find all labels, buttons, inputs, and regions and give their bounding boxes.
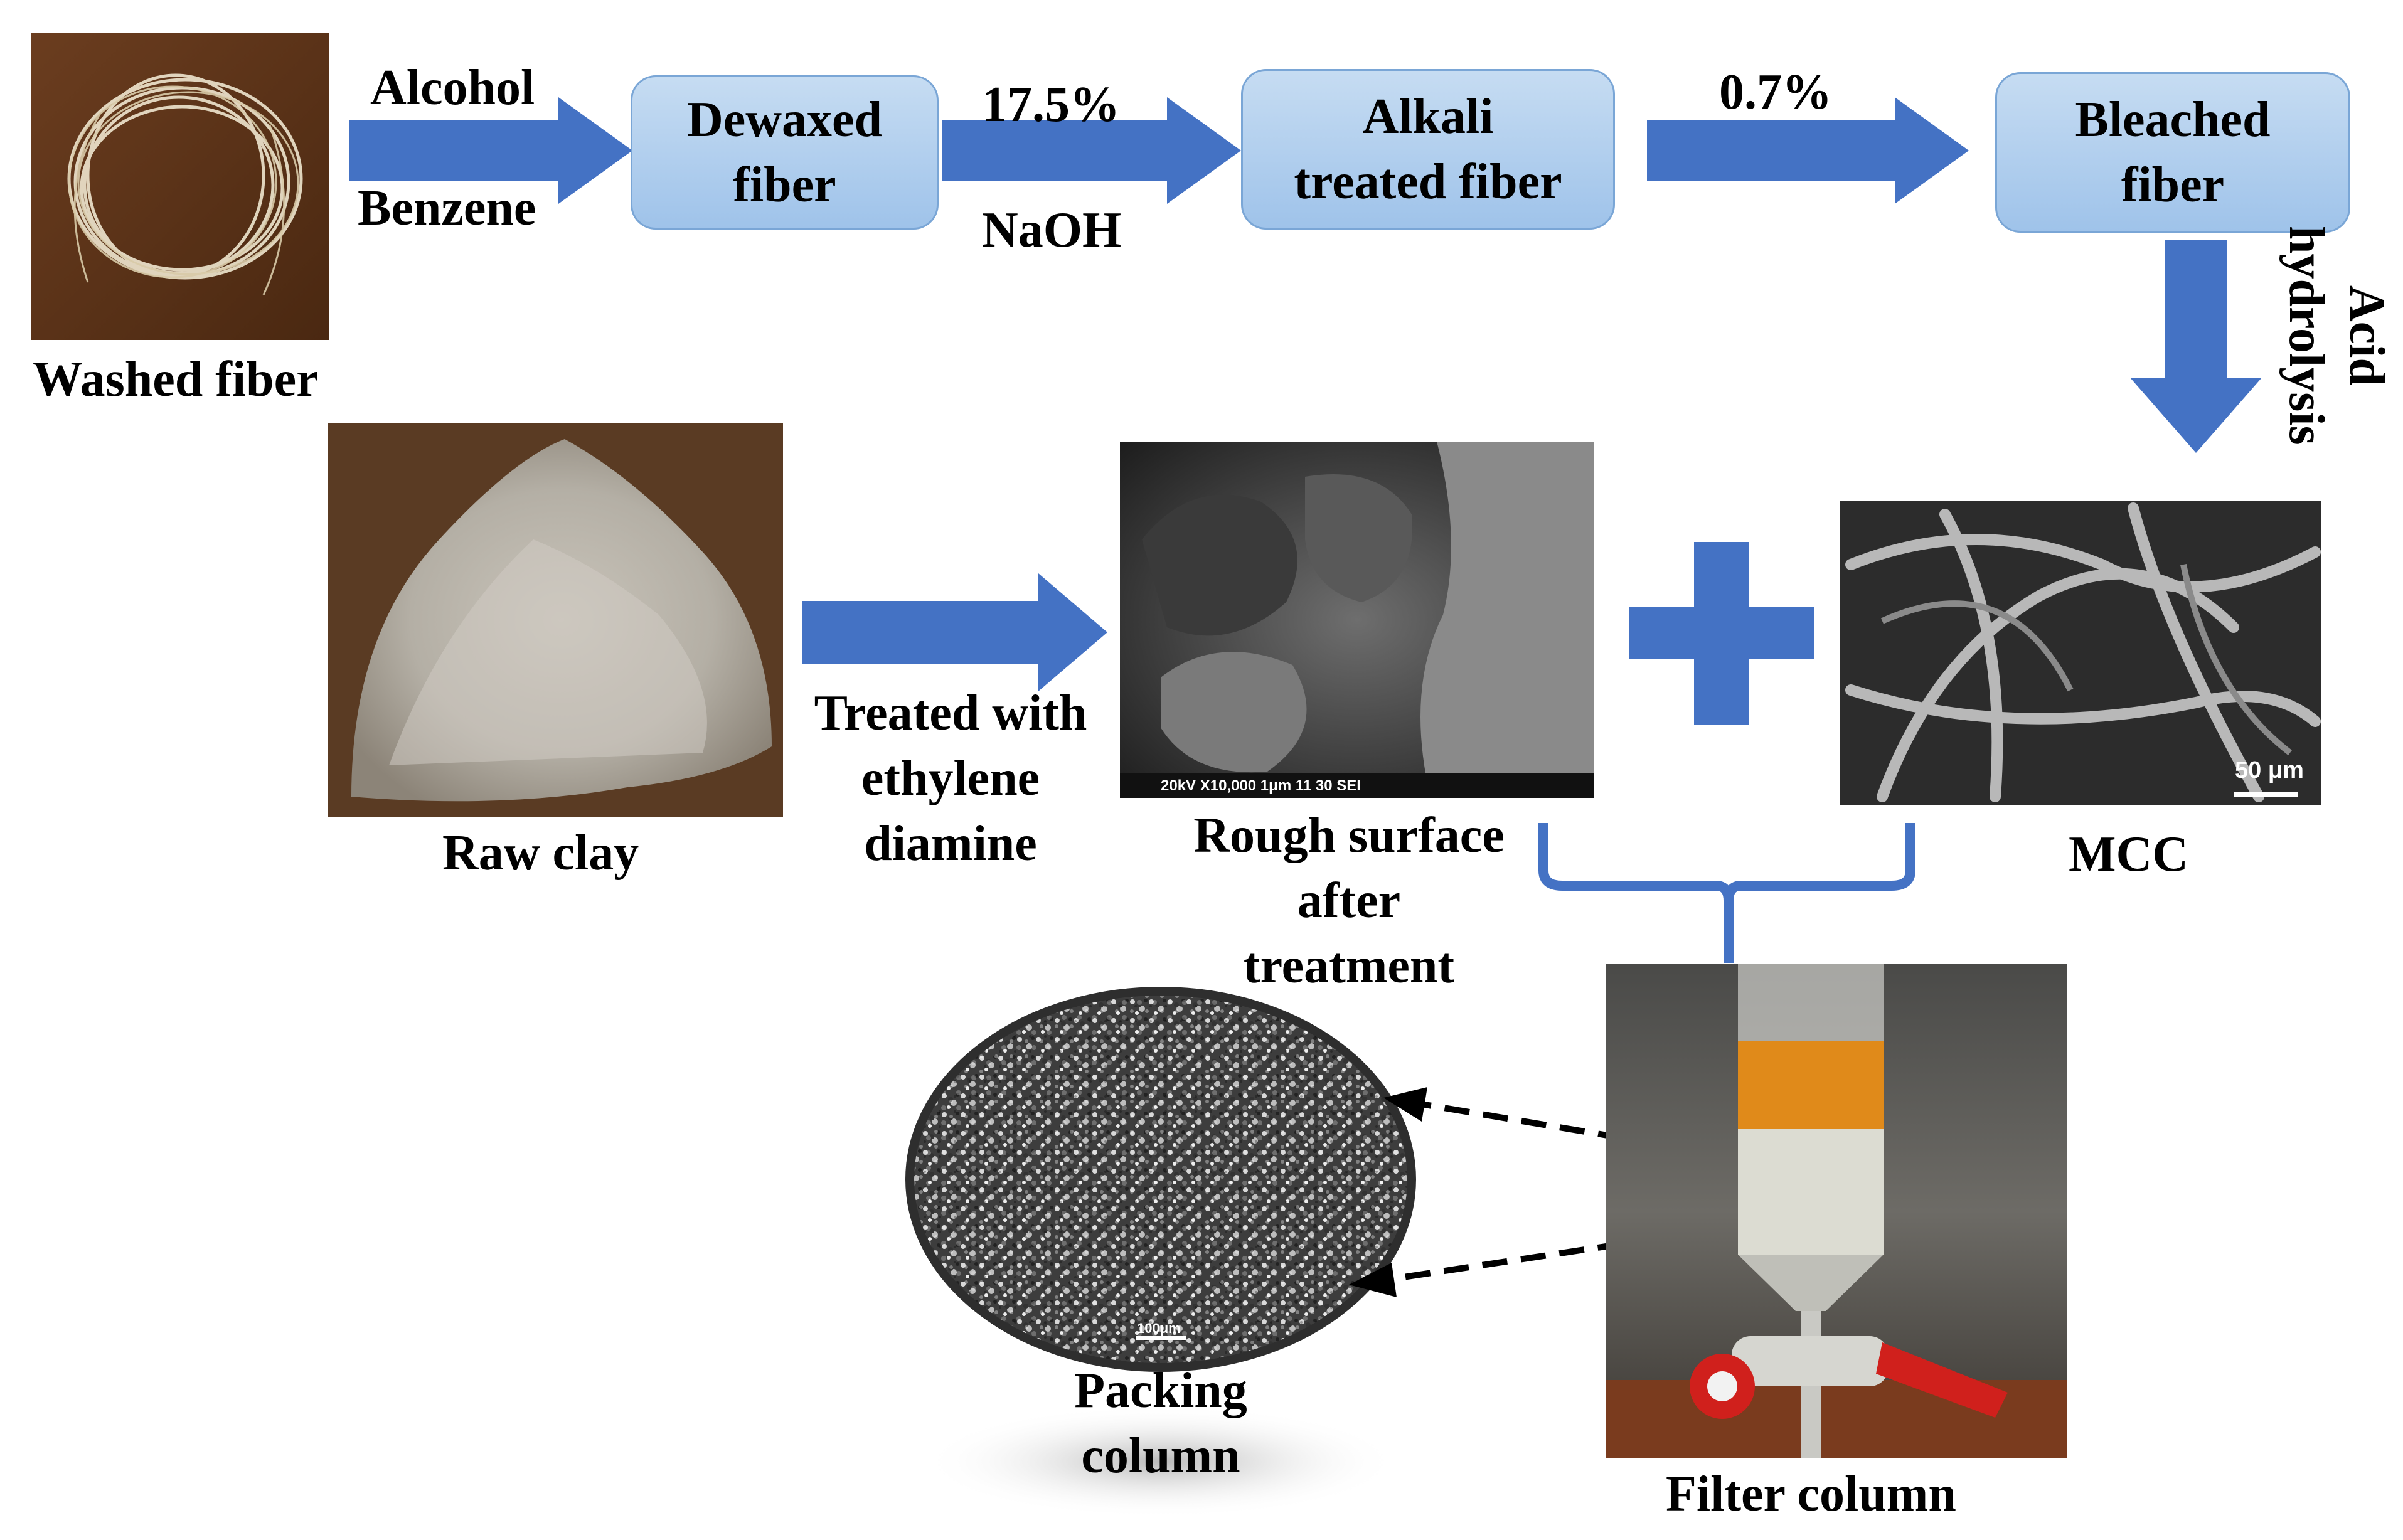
treated-line3: diamine [864, 816, 1037, 871]
treated-line2: ethylene [861, 751, 1040, 806]
packing-column-label: Packing column [1004, 1358, 1318, 1489]
bleached-fiber-box: Bleached fiber [1995, 72, 2350, 233]
alkali-line1: Alkali [1362, 89, 1494, 144]
packing-scale-label: 100μm [1137, 1320, 1181, 1336]
treated-label: Treated with ethylene diamine [787, 681, 1114, 876]
naoh-percent-label: 17.5% [982, 77, 1120, 132]
plus-icon [1629, 542, 1814, 725]
arrow-treatment [802, 573, 1107, 691]
flow-arrows [349, 97, 2262, 691]
rough-line1: Rough surface [1193, 808, 1505, 863]
packing-shadow [922, 1405, 1399, 1518]
dashed-arrowhead-top [1383, 1087, 1427, 1122]
rough-surface-sem-image: 20kV X10,000 1μm 11 30 SEI [1120, 442, 1594, 798]
dewaxed-fiber-line1: Dewaxed [686, 92, 883, 147]
rough-line2: after [1297, 873, 1401, 928]
acid-hydrolysis-label: Acid hydrolysis [2276, 226, 2397, 445]
mcc-label: MCC [2069, 827, 2189, 882]
arrow-alcohol [349, 97, 632, 204]
treated-line1: Treated with [814, 686, 1087, 741]
mcc-sem-image: 50 μm [1840, 501, 2321, 805]
bleached-line2: fiber [2121, 157, 2225, 213]
packing-column-sem-image: 100μm [905, 987, 1416, 1372]
bleach-percent-label: 0.7% [1719, 65, 1832, 120]
filter-column-photo [1606, 964, 2067, 1458]
raw-clay-photo [328, 423, 783, 817]
dashed-arrowhead-bottom [1349, 1263, 1397, 1297]
arrow-naoh [942, 97, 1241, 204]
washed-fiber-label: Washed fiber [33, 352, 319, 407]
bleached-line1: Bleached [2075, 92, 2271, 147]
rough-surface-label: Rough surface after treatment [1154, 803, 1543, 999]
rough-line3: treatment [1243, 938, 1455, 994]
sem-info-bar: 20kV X10,000 1μm 11 30 SEI [1161, 777, 1361, 794]
benzene-label: Benzene [358, 181, 536, 236]
filter-column-label: Filter column [1666, 1467, 1956, 1522]
bracket-connector [1538, 823, 1915, 963]
naoh-label: NaOH [982, 203, 1122, 258]
acid-line: Acid [2339, 285, 2394, 386]
alcohol-label: Alcohol [370, 60, 535, 115]
alkali-line2: treated fiber [1294, 154, 1562, 210]
washed-fiber-photo [31, 33, 329, 340]
hydrolysis-line: hydrolysis [2279, 226, 2334, 445]
mcc-scale-label: 50 μm [2235, 757, 2304, 783]
dewaxed-fiber-box: Dewaxed fiber [631, 75, 939, 230]
packing-line1: Packing [1074, 1363, 1247, 1418]
raw-clay-label: Raw clay [442, 826, 639, 881]
alkali-treated-fiber-box: Alkali treated fiber [1241, 69, 1615, 230]
arrow-acid-hydrolysis [2130, 240, 2262, 453]
arrow-bleach [1647, 97, 1969, 204]
packing-line2: column [1081, 1428, 1240, 1484]
dewaxed-fiber-line2: fiber [733, 157, 836, 213]
